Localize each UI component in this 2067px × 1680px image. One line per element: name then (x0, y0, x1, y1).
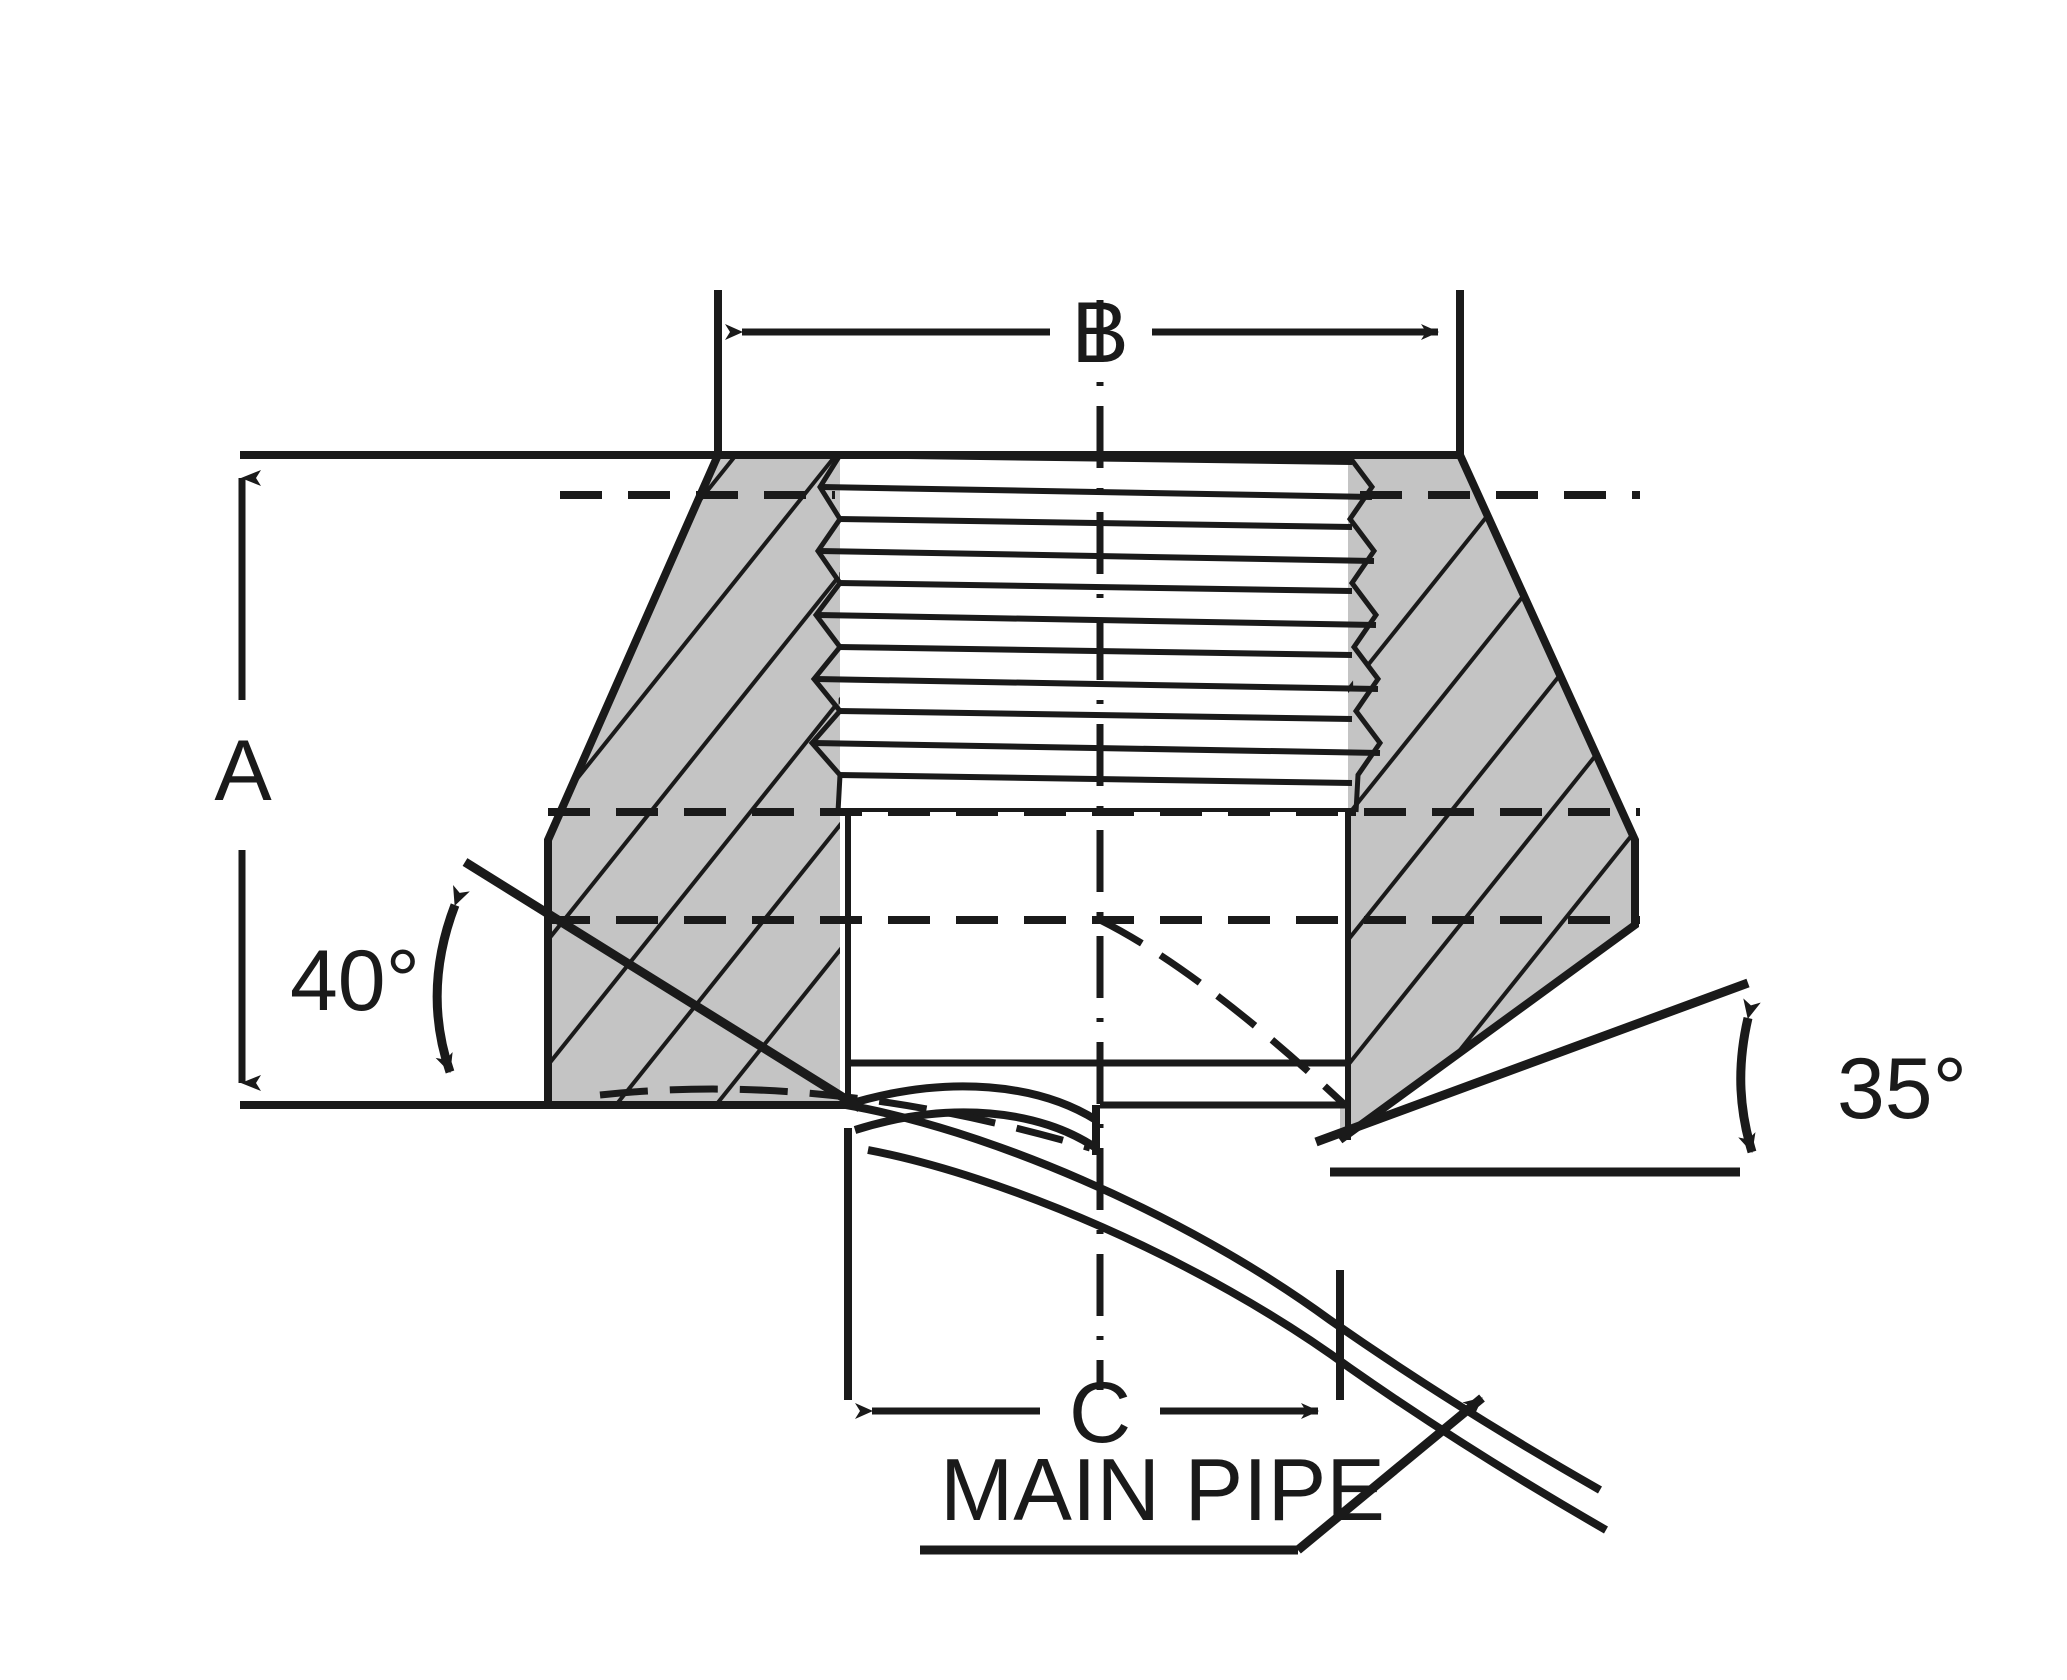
dim-A-label: A (214, 723, 272, 819)
main-pipe-wall (844, 1082, 1608, 1534)
thread-profile-left (808, 453, 844, 813)
thread-bore (808, 452, 1384, 816)
main-pipe-callout: MAIN PIPE (920, 1394, 1485, 1555)
bore-fill (840, 455, 1348, 812)
angle-40-arc-arrow (432, 884, 470, 1074)
right-body-fill (1340, 455, 1635, 1140)
dimension-A: A (214, 451, 850, 1109)
dim-B-label: B (1071, 285, 1128, 381)
dimension-B: B (714, 285, 1464, 455)
angle-35-arc-arrow (1736, 998, 1761, 1154)
angle-40-ray (462, 858, 863, 1112)
angle-35-annotation: 35° (1314, 978, 1967, 1177)
left-body-fill (548, 455, 840, 1105)
angle-35-label: 35° (1837, 1041, 1967, 1137)
dim-C-label: C (1069, 1365, 1131, 1461)
angle-35-ray (1314, 978, 1750, 1147)
dimension-C: C (844, 1128, 1344, 1461)
body-left-section (548, 455, 840, 1105)
main-pipe-leader (1295, 1394, 1485, 1554)
main-pipe-label: MAIN PIPE (940, 1440, 1385, 1539)
angle-40-label: 40° (290, 933, 420, 1029)
hidden-reference-lines (548, 491, 1640, 924)
left-hatch-lines (548, 455, 840, 1105)
angle-40-annotation: 40° (290, 858, 863, 1112)
thread-profile-right (1346, 453, 1384, 813)
